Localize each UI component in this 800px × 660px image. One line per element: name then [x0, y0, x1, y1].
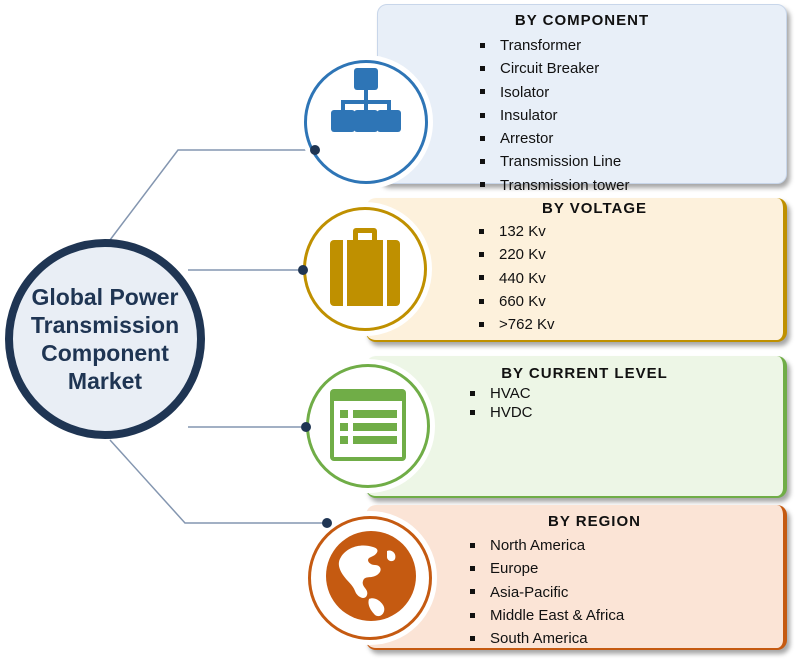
panel-title: BY COMPONENT	[514, 12, 650, 29]
briefcase-icon	[330, 228, 400, 306]
list-item: North America	[470, 534, 624, 557]
list-item: Transmission Line	[480, 150, 629, 173]
list-item: Isolator	[480, 81, 629, 104]
hub-title-line: Market	[67, 368, 143, 394]
list-item: HVDC	[470, 403, 533, 422]
panel-title: BY VOLTAGE	[541, 200, 647, 217]
list-item: >762 Kv	[479, 313, 554, 336]
list-item: 220 Kv	[479, 243, 554, 266]
list-item: Insulator	[480, 104, 629, 127]
connector-region	[109, 439, 327, 524]
globe-icon	[326, 531, 416, 621]
panel-by-component: BY COMPONENT Transformer Circuit Breaker…	[377, 4, 787, 194]
item-list: Transformer Circuit Breaker Isolator Ins…	[480, 34, 629, 197]
voltage-icon-badge	[303, 207, 427, 331]
list-item: Middle East & Africa	[470, 604, 624, 627]
org-chart-icon	[331, 68, 401, 132]
list-item: Europe	[470, 557, 624, 580]
item-list: HVAC HVDC	[470, 384, 533, 422]
component-icon-badge	[304, 60, 428, 184]
form-window-icon	[330, 389, 406, 461]
list-item: Circuit Breaker	[480, 57, 629, 80]
item-list: 132 Kv 220 Kv 440 Kv 660 Kv >762 Kv	[479, 220, 554, 336]
connector-dot	[301, 422, 311, 432]
list-item: 440 Kv	[479, 267, 554, 290]
connector-dot	[310, 145, 320, 155]
panel-by-region: BY REGION North America Europe Asia-Paci…	[366, 505, 787, 650]
list-item: Asia-Pacific	[470, 581, 624, 604]
list-item: 132 Kv	[479, 220, 554, 243]
hub-title-line: Transmission	[30, 312, 180, 338]
panel-by-current-level: BY CURRENT LEVEL HVAC HVDC	[366, 356, 787, 498]
panel-title: BY REGION	[548, 513, 641, 530]
connector-component	[109, 149, 315, 241]
panel-title: BY CURRENT LEVEL	[501, 365, 668, 382]
current-level-icon-badge	[306, 364, 430, 488]
connector-dot	[298, 265, 308, 275]
list-item: HVAC	[470, 384, 533, 403]
center-hub: Global Power Transmission Component Mark…	[5, 239, 205, 439]
connector-dot	[322, 518, 332, 528]
hub-title: Global Power Transmission Component Mark…	[25, 283, 185, 395]
list-item: Transmission tower	[480, 174, 629, 197]
list-item: Arrestor	[480, 127, 629, 150]
list-item: South America	[470, 627, 624, 650]
region-icon-badge	[308, 516, 432, 640]
list-item: 660 Kv	[479, 290, 554, 313]
list-item: Transformer	[480, 34, 629, 57]
item-list: North America Europe Asia-Pacific Middle…	[470, 534, 624, 650]
hub-title-line: Global Power	[31, 284, 179, 310]
panel-by-voltage: BY VOLTAGE 132 Kv 220 Kv 440 Kv 660 Kv >…	[366, 198, 787, 342]
hub-title-line: Component	[41, 340, 169, 366]
